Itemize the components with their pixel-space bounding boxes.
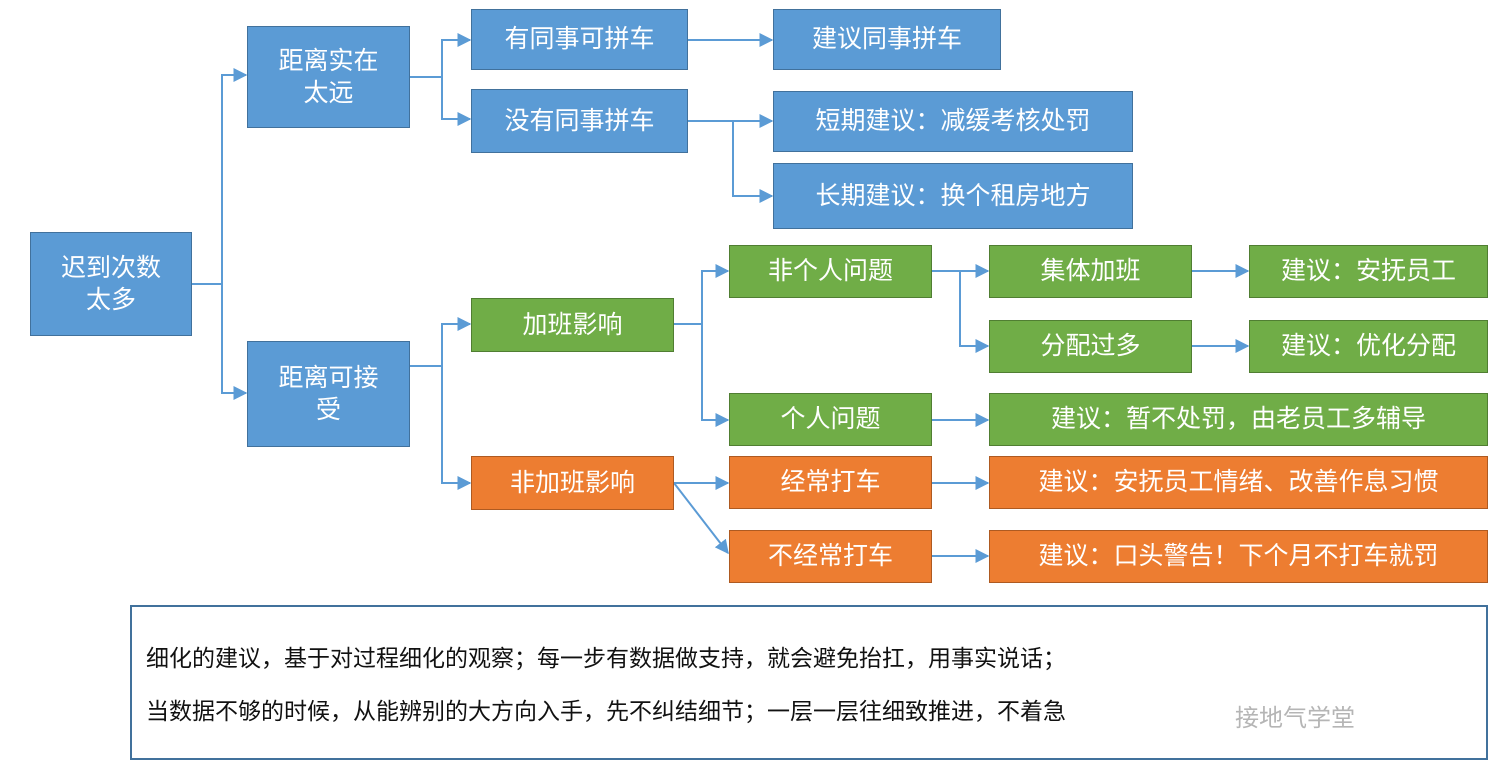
- frequent-taxi-label: 经常打车: [780, 467, 881, 497]
- distance-too-far-node: 距离实在 太远: [247, 26, 410, 128]
- soothe-suggestion-label: 建议：安抚员工: [1280, 256, 1456, 286]
- distance-acceptable-label: 距离可接 受: [278, 362, 379, 425]
- no-colleague-label: 没有同事拼车: [504, 105, 655, 135]
- watermark: 接地气学堂: [1235, 704, 1355, 732]
- not-personal-node: 非个人问题: [729, 245, 932, 298]
- has-colleague-node: 有同事可拼车: [471, 9, 688, 70]
- frequent-taxi-node: 经常打车: [729, 456, 932, 509]
- distance-acceptable-node: 距离可接 受: [247, 341, 410, 447]
- root-node: 迟到次数 太多: [30, 232, 192, 336]
- overtime-node: 加班影响: [471, 298, 674, 352]
- suggest-carpool-label: 建议同事拼车: [811, 24, 962, 54]
- non-overtime-label: 非加班影响: [509, 467, 635, 497]
- group-overtime-label: 集体加班: [1040, 256, 1141, 286]
- personal-node: 个人问题: [729, 393, 932, 446]
- infrequent-taxi-label: 不经常打车: [767, 541, 893, 571]
- warning-suggestion-node: 建议：口头警告！下个月不打车就罚: [989, 530, 1488, 583]
- short-term-suggestion-label: 短期建议：减缓考核处罚: [815, 106, 1091, 136]
- not-personal-label: 非个人问题: [767, 256, 893, 286]
- long-term-suggestion-node: 长期建议：换个租房地方: [773, 163, 1133, 229]
- optimize-suggestion-label: 建议：优化分配: [1280, 331, 1456, 361]
- no-punish-suggestion-node: 建议：暂不处罚，由老员工多辅导: [989, 393, 1488, 446]
- optimize-suggestion-node: 建议：优化分配: [1249, 320, 1488, 373]
- short-term-suggestion-node: 短期建议：减缓考核处罚: [773, 91, 1133, 152]
- soothe-suggestion-node: 建议：安抚员工: [1249, 245, 1488, 298]
- summary-note: 细化的建议，基于对过程细化的观察；每一步有数据做支持，就会避免抬扛，用事实说话；…: [130, 605, 1488, 760]
- summary-note-line-2: 当数据不够的时候，从能辨别的大方向入手，先不纠结细节；一层一层往细致推进，不着急: [146, 699, 1066, 725]
- infrequent-taxi-node: 不经常打车: [729, 530, 932, 583]
- connector-lines: [192, 33, 1250, 563]
- long-term-suggestion-label: 长期建议：换个租房地方: [815, 180, 1091, 210]
- non-overtime-node: 非加班影响: [471, 456, 674, 510]
- soothe-habits-suggestion-label: 建议：安抚员工情绪、改善作息习惯: [1038, 467, 1439, 497]
- distance-too-far-label: 距离实在 太远: [278, 45, 379, 108]
- suggest-carpool-node: 建议同事拼车: [773, 9, 1001, 70]
- no-punish-suggestion-label: 建议：暂不处罚，由老员工多辅导: [1050, 404, 1426, 434]
- overtime-label: 加班影响: [522, 309, 623, 339]
- no-colleague-node: 没有同事拼车: [471, 89, 688, 153]
- warning-suggestion-label: 建议：口头警告！下个月不打车就罚: [1038, 541, 1439, 571]
- overloaded-node: 分配过多: [989, 320, 1192, 373]
- group-overtime-node: 集体加班: [989, 245, 1192, 298]
- has-colleague-label: 有同事可拼车: [504, 24, 655, 54]
- summary-note-line-1: 细化的建议，基于对过程细化的观察；每一步有数据做支持，就会避免抬扛，用事实说话；: [146, 646, 1066, 672]
- overloaded-label: 分配过多: [1040, 331, 1141, 361]
- personal-label: 个人问题: [780, 404, 881, 434]
- soothe-habits-suggestion-node: 建议：安抚员工情绪、改善作息习惯: [989, 456, 1488, 509]
- root-label: 迟到次数 太多: [60, 252, 161, 315]
